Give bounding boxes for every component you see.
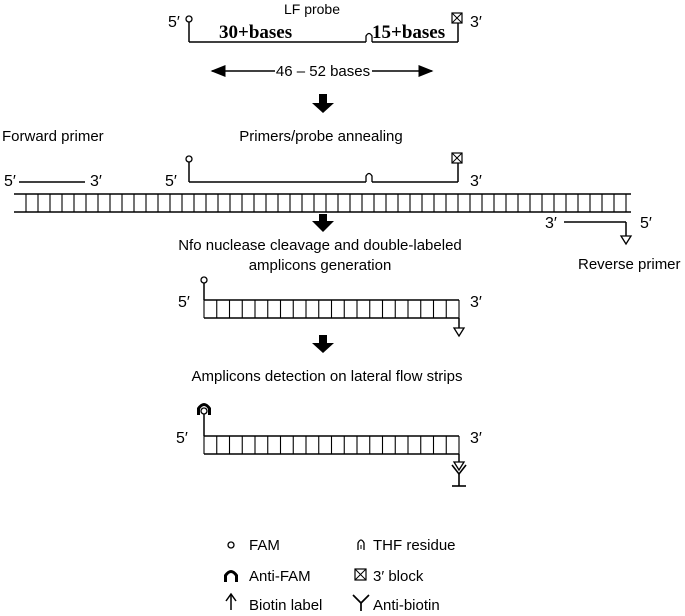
cleaved-amplicon-five-prime: 5′ xyxy=(178,294,190,311)
biotin-label-icon xyxy=(619,235,633,246)
legend-anti-fam: Anti-FAM xyxy=(249,568,311,585)
detected-amplicon-five-prime: 5′ xyxy=(176,430,188,447)
fam-icon xyxy=(185,155,193,163)
length-label: 46 – 52 bases xyxy=(276,63,370,80)
reverse-primer-three-prime: 3′ xyxy=(545,215,557,232)
probe-three-prime: 3′ xyxy=(470,14,482,31)
cleavage-step-label-line2: amplicons generation xyxy=(249,257,392,274)
anti-biotin-icon xyxy=(352,594,370,605)
thf-residue-icon xyxy=(365,172,373,182)
detected-amplicon-three-prime: 3′ xyxy=(470,430,482,447)
anti-fam-icon xyxy=(197,403,211,415)
reverse-primer-five-prime: 5′ xyxy=(640,215,652,232)
fam-icon xyxy=(200,276,208,284)
forward-primer-three-prime: 3′ xyxy=(90,173,102,190)
legend-fam: FAM xyxy=(249,537,280,554)
double-labeled-amplicon xyxy=(203,299,460,319)
annealed-probe-five-prime: 5′ xyxy=(165,173,177,190)
lf-probe-title: LF probe xyxy=(284,1,340,17)
biotin-label-icon xyxy=(452,461,466,472)
forward-primer-label: Forward primer xyxy=(2,128,104,145)
fam-icon xyxy=(227,541,235,549)
right-segment-label: 15+bases xyxy=(372,22,445,43)
step-arrow-icon xyxy=(312,94,334,113)
legend-thf: THF residue xyxy=(373,537,456,554)
cleavage-section: Nfo nuclease cleavage and double-labeled… xyxy=(178,237,482,338)
left-segment-label: 30+bases xyxy=(219,22,292,43)
cleavage-step-label-line1: Nfo nuclease cleavage and double-labeled xyxy=(178,237,462,254)
target-dna-duplex xyxy=(14,193,631,213)
cleaved-amplicon-three-prime: 3′ xyxy=(470,294,482,311)
annealed-probe-three-prime: 3′ xyxy=(470,173,482,190)
thf-residue-icon xyxy=(365,32,373,42)
probe-five-prime: 5′ xyxy=(168,14,180,31)
biotin-label-icon xyxy=(452,327,466,338)
step-arrow-icon xyxy=(312,214,334,232)
fam-icon xyxy=(200,407,208,415)
legend: FAM Anti-FAM Biotin label THF residue 3′… xyxy=(224,537,456,614)
forward-primer-five-prime: 5′ xyxy=(4,173,16,190)
lf-probe-section: LF probe 5′ 3′ 30+bases 15+bases 46 – 52… xyxy=(168,1,482,80)
legend-anti-biotin: Anti-biotin xyxy=(373,597,440,614)
annealing-section: Forward primer Primers/probe annealing 5… xyxy=(2,128,681,273)
anti-fam-icon xyxy=(224,570,238,582)
detection-section: Amplicons detection on lateral flow stri… xyxy=(176,368,482,487)
thf-residue-icon xyxy=(357,539,365,550)
detection-step-label: Amplicons detection on lateral flow stri… xyxy=(192,368,463,385)
annealing-step-label: Primers/probe annealing xyxy=(239,128,402,145)
step-arrow-icon xyxy=(312,335,334,353)
reverse-primer-label: Reverse primer xyxy=(578,256,681,273)
legend-block: 3′ block xyxy=(373,568,424,585)
legend-biotin: Biotin label xyxy=(249,597,322,614)
fam-icon xyxy=(185,15,193,23)
captured-amplicon xyxy=(203,435,460,455)
